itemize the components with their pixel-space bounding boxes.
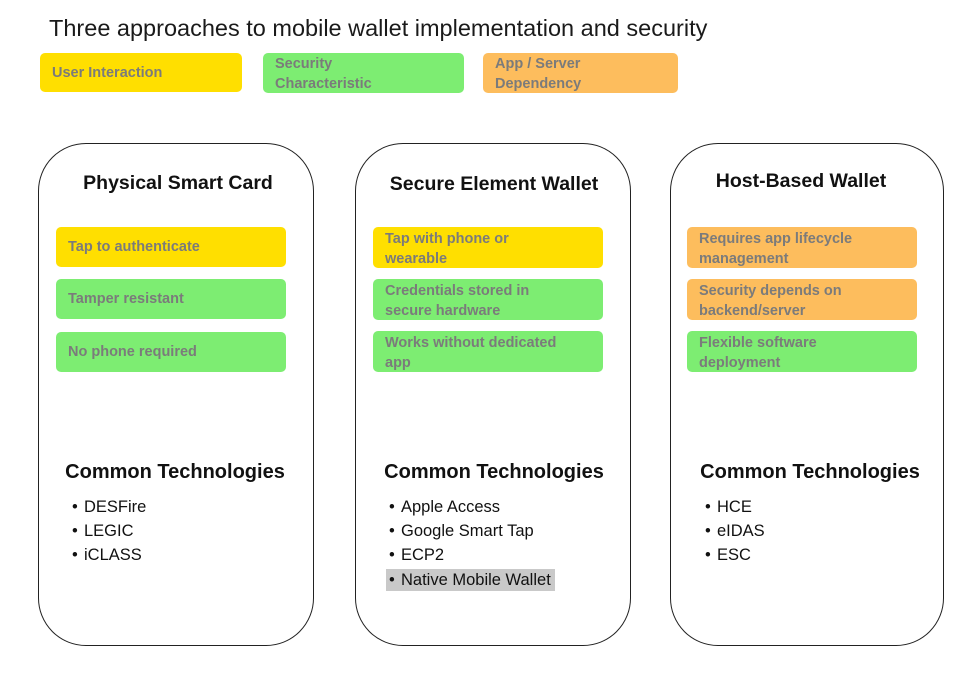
tech-item: • DESFire	[72, 496, 146, 518]
tag-label: No phone required	[68, 344, 197, 360]
legend-app-server-dependency: App / Server Dependency	[483, 53, 678, 93]
card-host-based-wallet	[670, 143, 944, 646]
bullet-icon: •	[389, 498, 395, 516]
tech-item: • ESC	[705, 544, 751, 566]
tech-item-label: Google Smart Tap	[401, 522, 534, 540]
card-title-physical: Physical Smart Card	[83, 172, 273, 194]
tag-line1: Tap with phone or	[385, 231, 509, 247]
legend-security-line1: Security	[275, 56, 333, 72]
tech-item-label: LEGIC	[84, 522, 134, 540]
card-title-host-based: Host-Based Wallet	[715, 170, 887, 192]
tech-item: • ECP2	[389, 544, 444, 566]
tech-item: • LEGIC	[72, 520, 134, 542]
tag-label: Tamper resistant	[68, 291, 184, 307]
tag-flexible-software: Flexible software deployment	[687, 331, 917, 372]
tech-item-label: iCLASS	[84, 546, 142, 564]
tech-item-label: DESFire	[84, 498, 147, 516]
legend-security-characteristic-label: Security Characteristic	[275, 54, 372, 94]
tag-label: Security depends on backend/server	[699, 281, 842, 321]
bullet-icon: •	[705, 522, 711, 540]
tech-item: • iCLASS	[72, 544, 142, 566]
tech-item-label: eIDAS	[717, 522, 765, 540]
tag-works-without-app: Works without dedicated app	[373, 331, 603, 372]
legend-app-server-label: App / Server Dependency	[495, 54, 581, 94]
tag-label: Requires app lifecycle management	[699, 229, 852, 269]
tech-heading-host-based: Common Technologies	[700, 461, 920, 483]
tag-tamper-resistant: Tamper resistant	[56, 279, 286, 319]
tech-item-label: ECP2	[401, 546, 445, 564]
tag-line1: Credentials stored in	[385, 283, 530, 299]
tag-line1: Flexible software	[699, 335, 817, 351]
bullet-icon: •	[72, 522, 78, 540]
bullet-icon: •	[389, 546, 395, 564]
diagram-title: Three approaches to mobile wallet implem…	[49, 15, 708, 41]
bullet-icon: •	[72, 498, 78, 516]
tech-item: • Apple Access	[389, 496, 500, 518]
bullet-icon: •	[72, 546, 78, 564]
legend-app-server-line1: App / Server	[495, 56, 581, 72]
bullet-icon: •	[705, 498, 711, 516]
tag-line2: wearable	[385, 251, 448, 267]
tech-item: • Google Smart Tap	[389, 520, 534, 542]
tag-label: Flexible software deployment	[699, 333, 817, 373]
legend-security-characteristic: Security Characteristic	[263, 53, 464, 93]
tech-item-label: Native Mobile Wallet	[401, 571, 551, 589]
tag-label: Works without dedicated app	[385, 333, 556, 373]
legend-user-interaction: User Interaction	[40, 53, 242, 92]
card-title-secure-element: Secure Element Wallet	[389, 173, 599, 195]
tag-no-phone-required: No phone required	[56, 332, 286, 372]
tech-item-label: Apple Access	[401, 498, 501, 516]
tag-tap-with-phone: Tap with phone or wearable	[373, 227, 603, 268]
tech-item-highlighted: • Native Mobile Wallet	[386, 569, 555, 591]
tech-item: • eIDAS	[705, 520, 765, 542]
tech-item: • HCE	[705, 496, 752, 518]
bullet-icon: •	[389, 571, 395, 589]
tag-label: Tap with phone or wearable	[385, 229, 509, 269]
tech-item-label: ESC	[717, 546, 751, 564]
tag-line2: management	[699, 251, 789, 267]
tag-tap-to-authenticate: Tap to authenticate	[56, 227, 286, 267]
tag-line1: Security depends on	[699, 283, 842, 299]
tag-security-depends-backend: Security depends on backend/server	[687, 279, 917, 320]
card-secure-element-wallet	[355, 143, 631, 646]
legend-app-server-line2: Dependency	[495, 76, 582, 92]
tech-item-label: HCE	[717, 498, 752, 516]
tag-credentials-stored: Credentials stored in secure hardware	[373, 279, 603, 320]
tag-line2: app	[385, 355, 411, 371]
tag-label: Tap to authenticate	[68, 239, 200, 255]
tag-label: Credentials stored in secure hardware	[385, 281, 529, 321]
tag-line2: secure hardware	[385, 303, 501, 319]
tag-line2: backend/server	[699, 303, 806, 319]
tag-line2: deployment	[699, 355, 781, 371]
bullet-icon: •	[705, 546, 711, 564]
legend-user-interaction-label: User Interaction	[52, 64, 163, 81]
tag-requires-app-lifecycle: Requires app lifecycle management	[687, 227, 917, 268]
tech-heading-physical: Common Technologies	[65, 461, 285, 483]
legend-security-line2: Characteristic	[275, 76, 372, 92]
bullet-icon: •	[389, 522, 395, 540]
tag-line1: Requires app lifecycle	[699, 231, 853, 247]
tag-line1: Works without dedicated	[385, 335, 557, 351]
tech-heading-secure-element: Common Technologies	[384, 461, 604, 483]
card-physical-smart-card	[38, 143, 314, 646]
